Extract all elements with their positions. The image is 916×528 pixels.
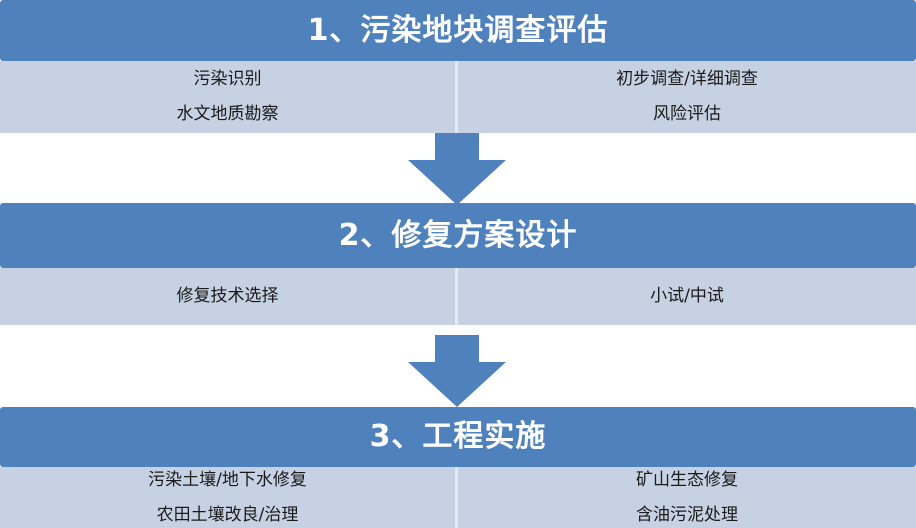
stage-1-left-item-2: 水文地质勘察 — [176, 104, 279, 124]
stage-1-right-item-1: 初步调查/详细调查 — [616, 69, 758, 89]
down-arrow-icon-2 — [408, 335, 506, 407]
stage-3-body: 污染土壤/地下水修复 农田土壤改良/治理 矿山生态修复 含油污泥处理 — [0, 467, 916, 528]
stage-2-left-item-1: 修复技术选择 — [176, 286, 279, 306]
stage-block-2: 2、修复方案设计 修复技术选择 小试/中试 — [0, 203, 916, 325]
stage-1-title: 1、污染地块调查评估 — [307, 12, 609, 48]
stage-3-right-item-2: 含油污泥处理 — [636, 504, 738, 525]
stage-3-left-item-2: 农田土壤改良/治理 — [156, 504, 299, 525]
stage-3-right-item-1: 矿山生态修复 — [636, 469, 738, 490]
stage-2-right-column: 小试/中试 — [458, 268, 916, 325]
stage-2-right-item-1: 小试/中试 — [650, 286, 724, 306]
stage-2-body: 修复技术选择 小试/中试 — [0, 268, 916, 325]
down-arrow-icon-1 — [408, 133, 506, 205]
stage-block-3: 3、工程实施 污染土壤/地下水修复 农田土壤改良/治理 矿山生态修复 含油污泥处… — [0, 407, 916, 528]
stage-3-right-column: 矿山生态修复 含油污泥处理 — [458, 467, 916, 528]
stage-3-left-item-1: 污染土壤/地下水修复 — [148, 469, 307, 490]
stage-2-header: 2、修复方案设计 — [0, 203, 916, 268]
stage-1-right-column: 初步调查/详细调查 风险评估 — [458, 61, 916, 133]
stage-2-left-column: 修复技术选择 — [0, 268, 458, 325]
stage-1-left-item-1: 污染识别 — [193, 69, 262, 89]
stage-3-left-column: 污染土壤/地下水修复 农田土壤改良/治理 — [0, 467, 458, 528]
stage-2-title: 2、修复方案设计 — [338, 217, 578, 253]
stage-3-title: 3、工程实施 — [369, 419, 547, 454]
stage-1-header: 1、污染地块调查评估 — [0, 0, 916, 61]
stage-1-left-column: 污染识别 水文地质勘察 — [0, 61, 458, 133]
stage-1-body: 污染识别 水文地质勘察 初步调查/详细调查 风险评估 — [0, 61, 916, 133]
stage-1-right-item-2: 风险评估 — [653, 104, 721, 124]
stage-3-header: 3、工程实施 — [0, 407, 916, 467]
stage-block-1: 1、污染地块调查评估 污染识别 水文地质勘察 初步调查/详细调查 风险评估 — [0, 0, 916, 133]
